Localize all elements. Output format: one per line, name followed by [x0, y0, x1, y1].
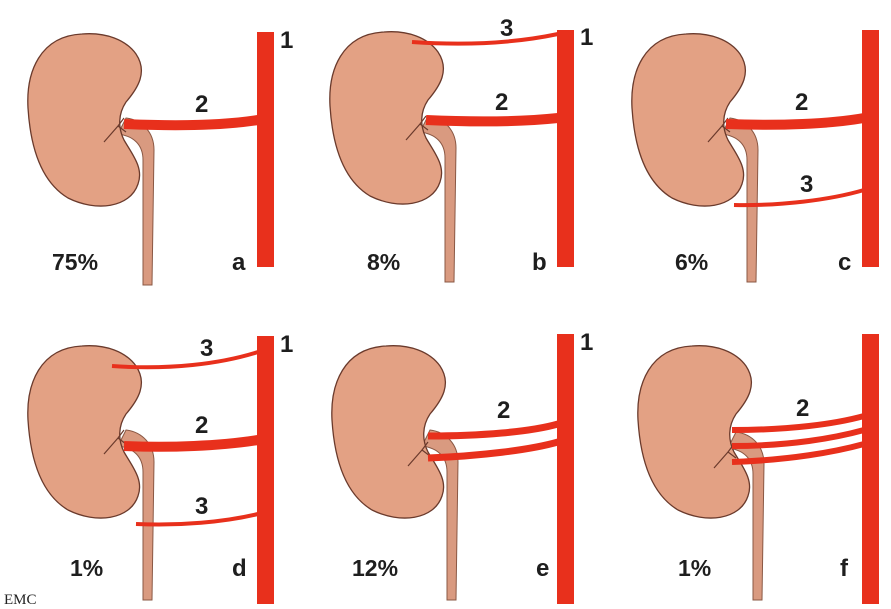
artery-label: 3 — [500, 15, 513, 42]
renal-artery-main — [726, 118, 864, 125]
artery-label: 3 — [200, 335, 213, 362]
panel-letter: c — [838, 249, 851, 276]
percent-label: 1% — [678, 555, 711, 581]
percent-label: 8% — [367, 249, 400, 275]
artery-label: 2 — [497, 397, 510, 424]
artery-label: 3 — [800, 171, 813, 198]
aorta — [862, 334, 879, 604]
aorta — [257, 32, 274, 267]
renal-artery-main — [426, 118, 558, 121]
aorta — [557, 334, 574, 604]
aorta — [557, 30, 574, 267]
panel-b: 1 3 2 8% b — [330, 15, 594, 282]
aorta — [862, 30, 879, 267]
kidney — [28, 346, 142, 518]
percent-label: 6% — [675, 249, 708, 275]
panel-letter: f — [840, 555, 849, 582]
aorta-label: 1 — [580, 329, 593, 356]
panel-letter: a — [232, 249, 246, 276]
percent-label: 75% — [52, 249, 98, 275]
renal-artery-main — [124, 120, 258, 125]
kidney — [332, 346, 446, 518]
percent-label: 12% — [352, 555, 398, 581]
percent-label: 1% — [70, 555, 103, 581]
panel-letter: e — [536, 555, 549, 582]
artery-label: 2 — [795, 89, 808, 116]
aorta-label: 1 — [280, 27, 293, 54]
panel-letter: b — [532, 249, 547, 276]
panel-e: 1 2 12% e — [332, 329, 594, 604]
panel-c: 2 3 6% c — [632, 30, 879, 282]
panel-a: 1 2 75% a — [28, 27, 294, 285]
panel-f: 2 1% f — [638, 334, 879, 604]
artery-label: 2 — [195, 91, 208, 118]
artery-label: 2 — [495, 89, 508, 116]
renal-artery-upper-branch — [428, 424, 558, 436]
panel-d: 1 3 2 3 1% d — [28, 331, 294, 604]
panel-letter: d — [232, 555, 247, 582]
aorta — [257, 336, 274, 604]
artery-label: 2 — [195, 412, 208, 439]
renal-artery-accessory — [412, 34, 558, 44]
aorta-label: 1 — [580, 24, 593, 51]
aorta-label: 1 — [280, 331, 293, 358]
artery-label: 2 — [796, 395, 809, 422]
signature: EMC — [4, 592, 37, 608]
artery-label: 3 — [195, 493, 208, 520]
